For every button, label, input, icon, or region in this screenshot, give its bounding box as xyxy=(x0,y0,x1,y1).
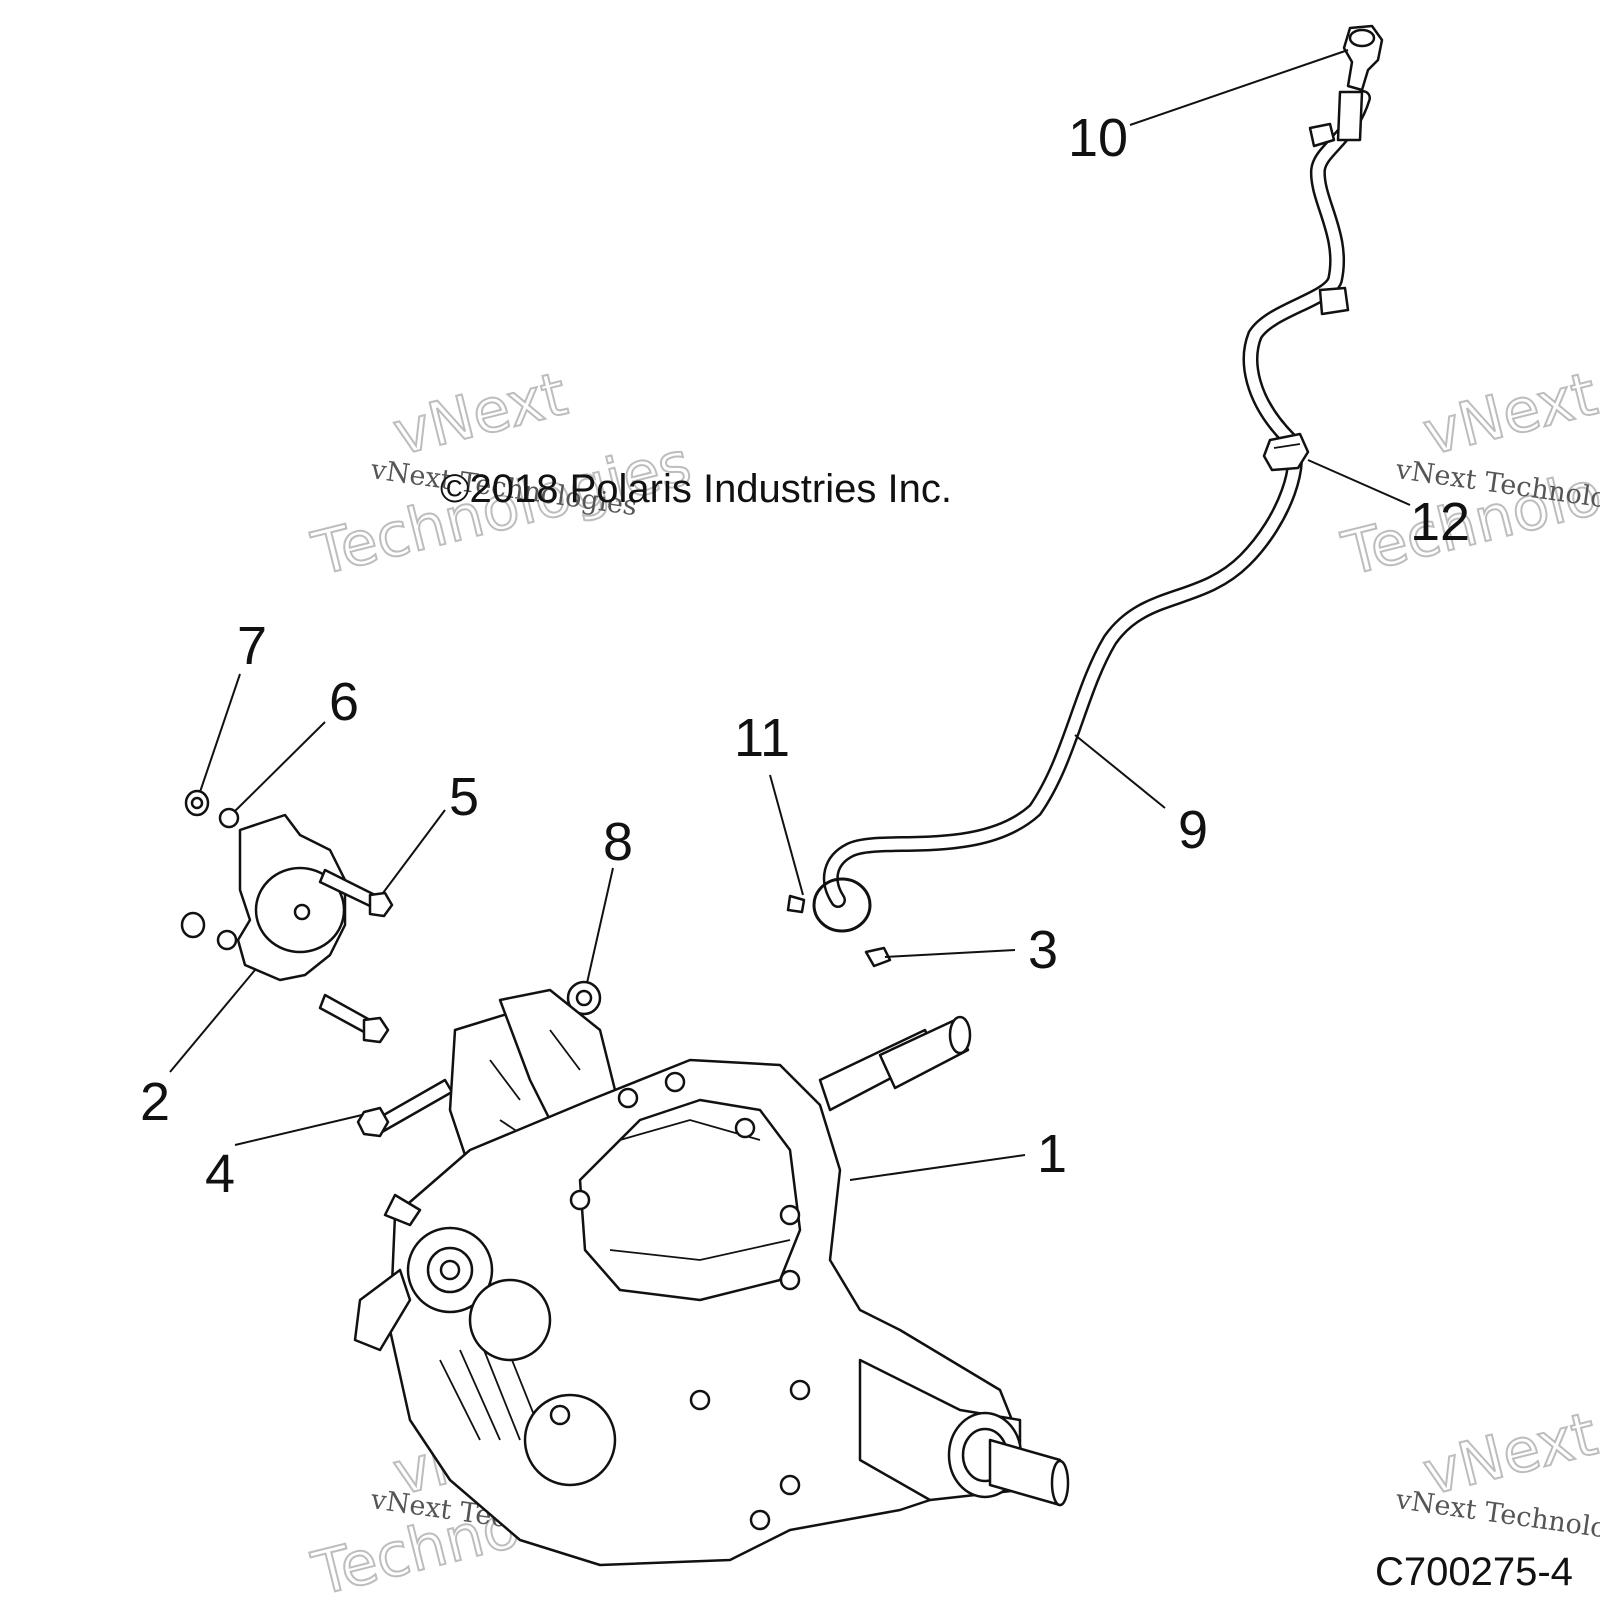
callout-1: 1 xyxy=(1037,1124,1067,1184)
leader-1 xyxy=(849,1154,1026,1181)
callout-10: 10 xyxy=(1068,108,1128,168)
copyright-text: ©2018 Polaris Industries Inc. xyxy=(440,467,952,511)
vent-hose xyxy=(822,90,1371,908)
leader-9 xyxy=(1074,734,1166,809)
leader-5 xyxy=(382,809,446,894)
drawing-number: C700275-4 xyxy=(1375,1550,1573,1594)
leader-11 xyxy=(769,774,804,896)
hose-clamp xyxy=(786,877,872,933)
callout-8: 8 xyxy=(603,812,633,872)
vent-cap xyxy=(1336,24,1384,142)
grommet xyxy=(566,980,602,1016)
nut-lower xyxy=(180,911,238,951)
watermark-big-line1: vNext xyxy=(387,359,574,469)
leader-4 xyxy=(234,1114,363,1146)
callout-2: 2 xyxy=(140,1072,170,1132)
bolt-5 xyxy=(318,868,394,918)
hose-clip-12 xyxy=(1262,432,1310,472)
leader-lines xyxy=(169,49,1411,1181)
callout-6: 6 xyxy=(329,672,359,732)
washer-6 xyxy=(218,807,240,829)
callout-7: 7 xyxy=(237,616,267,676)
bolt-lower-bracket xyxy=(318,993,390,1044)
leader-3 xyxy=(884,949,1016,958)
watermark-small: vNext Technologies xyxy=(1393,1484,1600,1552)
callout-9: 9 xyxy=(1178,800,1208,860)
bolt-4 xyxy=(356,1078,454,1138)
callout-12: 12 xyxy=(1410,492,1470,552)
callout-4: 4 xyxy=(205,1144,235,1204)
leader-6 xyxy=(233,721,326,813)
leader-7 xyxy=(199,673,241,793)
hose-clip-mid xyxy=(1318,286,1350,316)
hose-clip-upper xyxy=(1308,122,1336,148)
watermark-top-right: vNext Technologies vNext Technologies xyxy=(1335,358,1600,591)
watermark-big-line1: vNext xyxy=(1417,359,1600,469)
leader-8 xyxy=(586,867,614,984)
callout-3: 3 xyxy=(1028,920,1058,980)
leader-10 xyxy=(1129,49,1349,126)
leader-2 xyxy=(169,969,256,1073)
callout-5: 5 xyxy=(449,767,479,827)
nut-7 xyxy=(184,789,210,817)
shift-bracket xyxy=(236,813,347,982)
small-clip xyxy=(864,946,892,968)
watermark-bottom-right: vNext vNext Technologies xyxy=(1393,1398,1600,1552)
callout-11: 11 xyxy=(734,708,790,768)
transmission xyxy=(353,988,1070,1567)
leader-12 xyxy=(1307,459,1411,506)
